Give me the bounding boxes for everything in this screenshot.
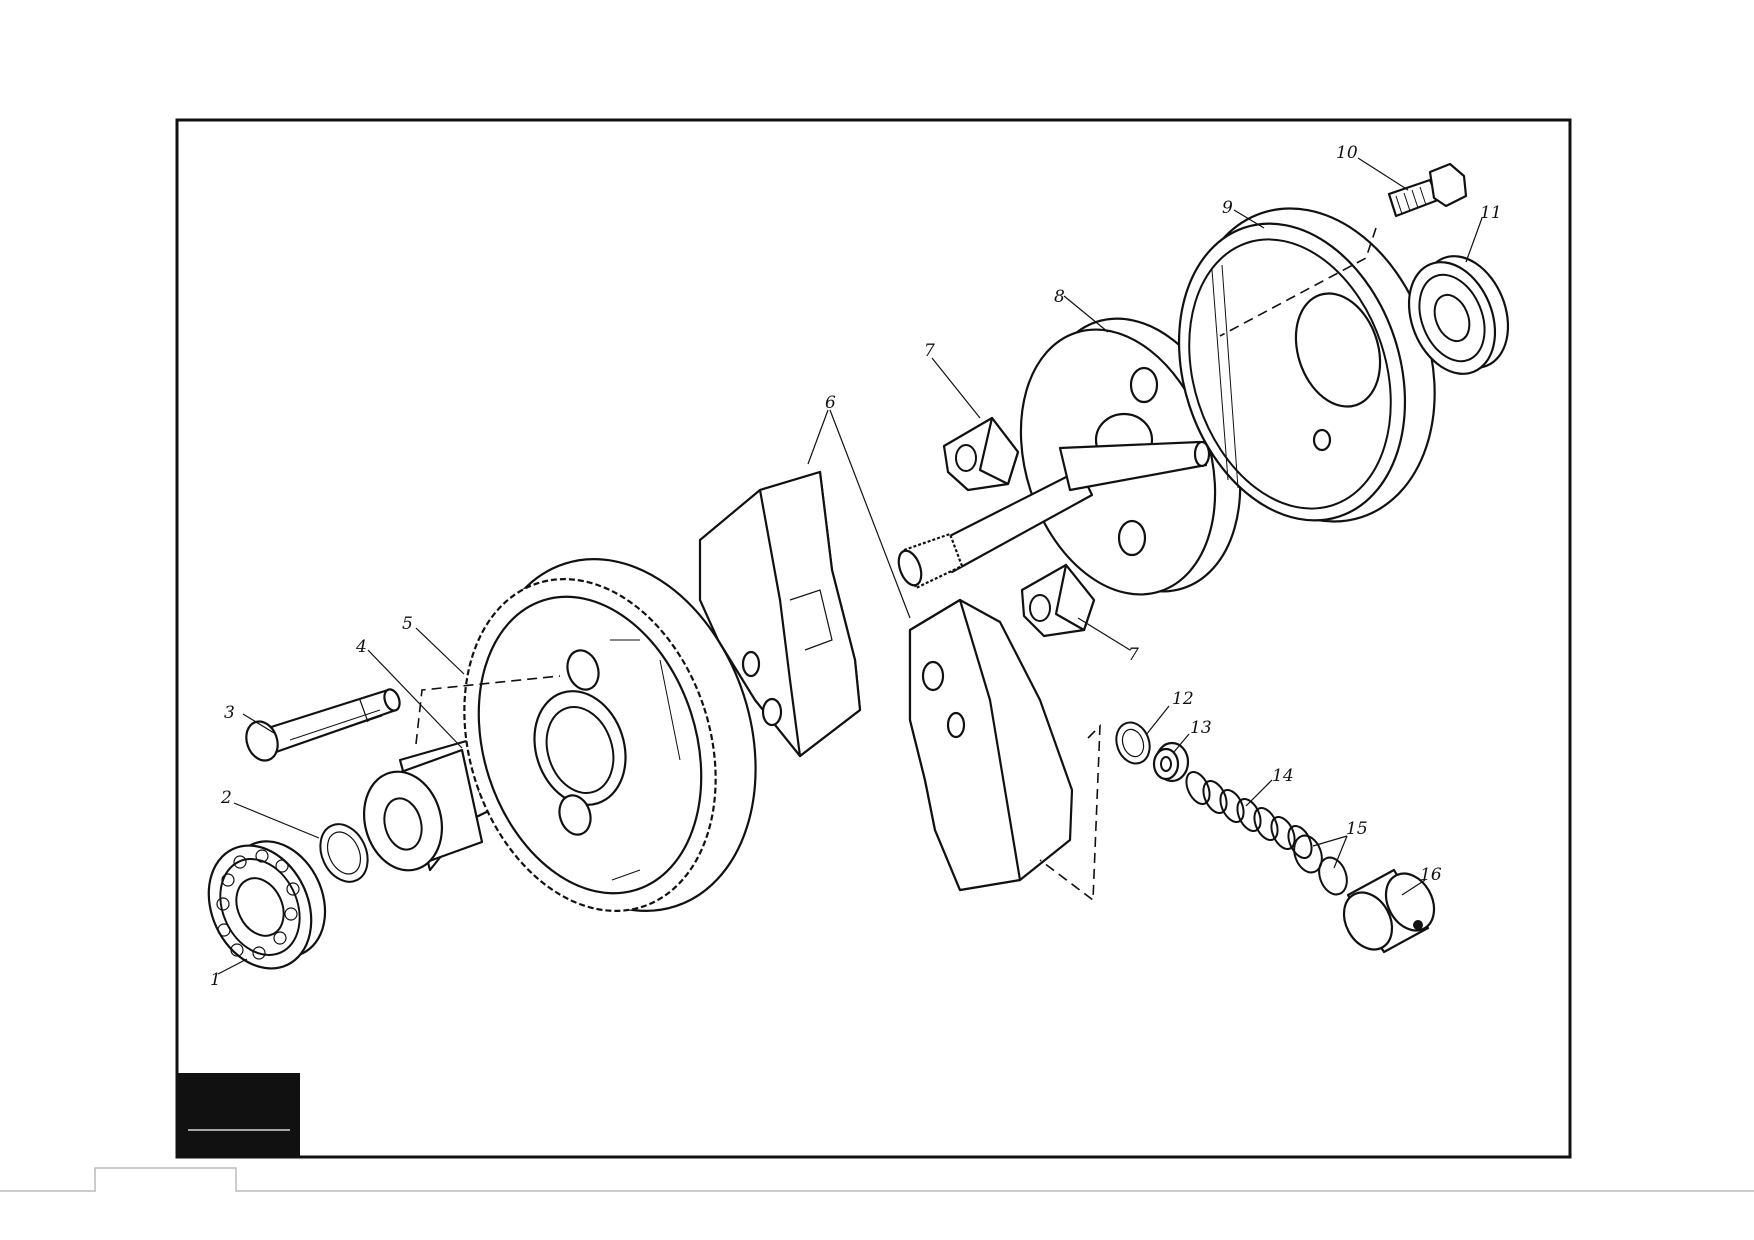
part-9-clutch-drum [1177,207,1436,523]
title-block [177,1073,300,1157]
part-1-ball-bearing [207,840,327,970]
callout-9: 9 [1222,198,1233,218]
callout-2: 2 [220,788,232,808]
callout-11: 11 [1480,203,1502,223]
part-14-spring [1185,771,1313,859]
part-5-gear [463,558,757,912]
callout-16: 16 [1420,865,1442,885]
part-6-clutch-shoe-upper [698,470,862,758]
callout-10: 10 [1336,143,1358,163]
part-11-ball-bearing [1407,255,1510,375]
part-7-block-lower [1020,563,1096,638]
callout-4: 4 [355,637,367,657]
callout-labels: 1 2 3 4 5 6 7 7 8 9 10 11 12 13 14 15 16 [210,143,1502,990]
callout-1: 1 [210,970,221,990]
callout-6: 6 [825,393,836,413]
part-2-snap-ring [319,823,369,883]
assembly-axis-lines [415,227,1377,902]
callout-15: 15 [1346,819,1368,839]
leader-lines [217,157,1483,975]
callout-14: 14 [1272,766,1294,786]
part-10-bolt [1387,162,1468,218]
part-6-clutch-shoe-lower [908,598,1074,892]
page-tab-outline [0,1167,1754,1192]
callout-12: 12 [1172,689,1194,709]
callout-3: 3 [224,703,235,723]
callout-8: 8 [1054,287,1065,307]
part-3-pin [245,688,401,762]
callout-7-lower: 7 [1128,645,1139,665]
part-7-block-upper [942,416,1020,492]
callout-5: 5 [402,614,413,634]
part-12-washer [1115,721,1151,765]
callout-7-upper: 7 [924,341,935,361]
part-13-nut [1152,741,1190,783]
part-16-plug [1342,868,1436,954]
drawing-frame [175,118,1572,1159]
part-15-washers [1293,834,1348,896]
callout-13: 13 [1190,718,1212,738]
